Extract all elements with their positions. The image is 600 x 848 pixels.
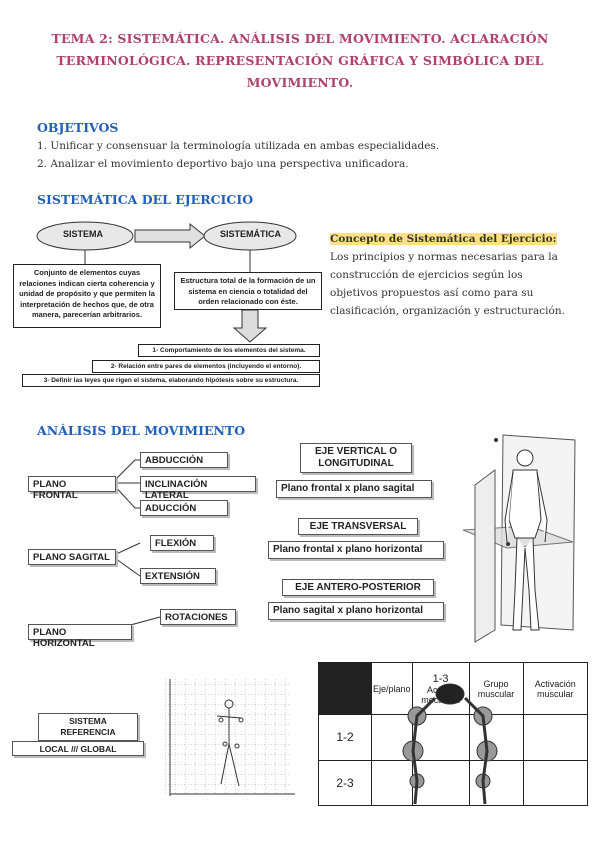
table-header: Eje/plano [371, 662, 413, 715]
plano-horizontal: PLANO HORIZONTAL [28, 624, 132, 649]
table-cell [522, 714, 588, 761]
analisis-heading: ANÁLISIS DEL MOVIMIENTO [37, 423, 246, 438]
aduccion: ADUCCIÓN [140, 500, 228, 516]
legs-skeleton-figure [402, 683, 498, 805]
flexion: FLEXIÓN [150, 535, 214, 551]
page-title: TEMA 2: SISTEMÁTICA. ANÁLISIS DEL MOVIMI… [51, 31, 549, 90]
eje-vertical-planos: Plano frontal x plano sagital [276, 480, 432, 498]
plano-frontal: PLANO FRONTAL [28, 476, 116, 501]
analysis-table: Eje/plano 1-3Acción mecánica Grupo muscu… [318, 662, 588, 806]
plano-sagital: PLANO SAGITAL [28, 549, 116, 565]
oval-sistema-label: SISTEMA [63, 229, 104, 239]
eje-antero-posterior: EJE ANTERO-POSTERIOR [282, 579, 434, 596]
table-header: Grupo muscular [468, 662, 524, 715]
anatomical-planes-figure [462, 434, 576, 643]
coordinate-grid-figure [165, 679, 295, 796]
extension: EXTENSIÓN [140, 568, 216, 584]
step-1: 1- Comportamiento de los elementos del s… [138, 344, 320, 357]
local-global: LOCAL /// GLOBAL [12, 741, 144, 756]
eje-vertical: EJE VERTICAL O LONGITUDINAL [300, 443, 412, 473]
table-header: Activación muscular [522, 662, 588, 715]
step-3: 3- Definir las leyes que rigen el sistem… [22, 374, 320, 387]
sistematica-diagram [36, 221, 297, 343]
objetivo-2: 2. Analizar el movimiento deportivo bajo… [37, 158, 409, 170]
table-cell [522, 759, 588, 806]
sistematica-heading: SISTEMÁTICA DEL EJERCICIO [37, 192, 254, 207]
objetivos-heading: OBJETIVOS [37, 120, 119, 135]
planos-connectors [111, 459, 161, 631]
sistema-referencia: SISTEMA REFERENCIA [38, 713, 138, 741]
eje-transversal-planos: Plano frontal x plano horizontal [268, 541, 444, 559]
step-2: 2- Relación entre pares de elementos (in… [92, 360, 320, 373]
table-row-label: 1-2 [318, 714, 372, 761]
inclinacion-lateral: INCLINACIÓN LATERAL [140, 476, 256, 501]
table-row-label: 2-3 [318, 759, 372, 806]
concept-text: Los principios y normas necesarias para … [330, 251, 565, 317]
sistematica-definition: Estructura total de la formación de un s… [174, 272, 322, 310]
oval-sistematica-label: SISTEMÁTICA [220, 229, 282, 239]
eje-ap-planos: Plano sagital x plano horizontal [268, 602, 444, 620]
abduccion: ABDUCCIÓN [140, 452, 228, 468]
objetivo-1: 1. Unificar y consensuar la terminología… [37, 140, 440, 152]
table-cell [371, 759, 413, 806]
concept-title: Concepto de Sistemática del Ejercicio: [330, 233, 557, 245]
eje-transversal: EJE TRANSVERSAL [298, 518, 418, 535]
rotaciones: ROTACIONES [160, 609, 236, 625]
sistema-definition: Conjunto de elementos cuyas relaciones i… [13, 264, 161, 328]
table-corner [318, 662, 372, 715]
